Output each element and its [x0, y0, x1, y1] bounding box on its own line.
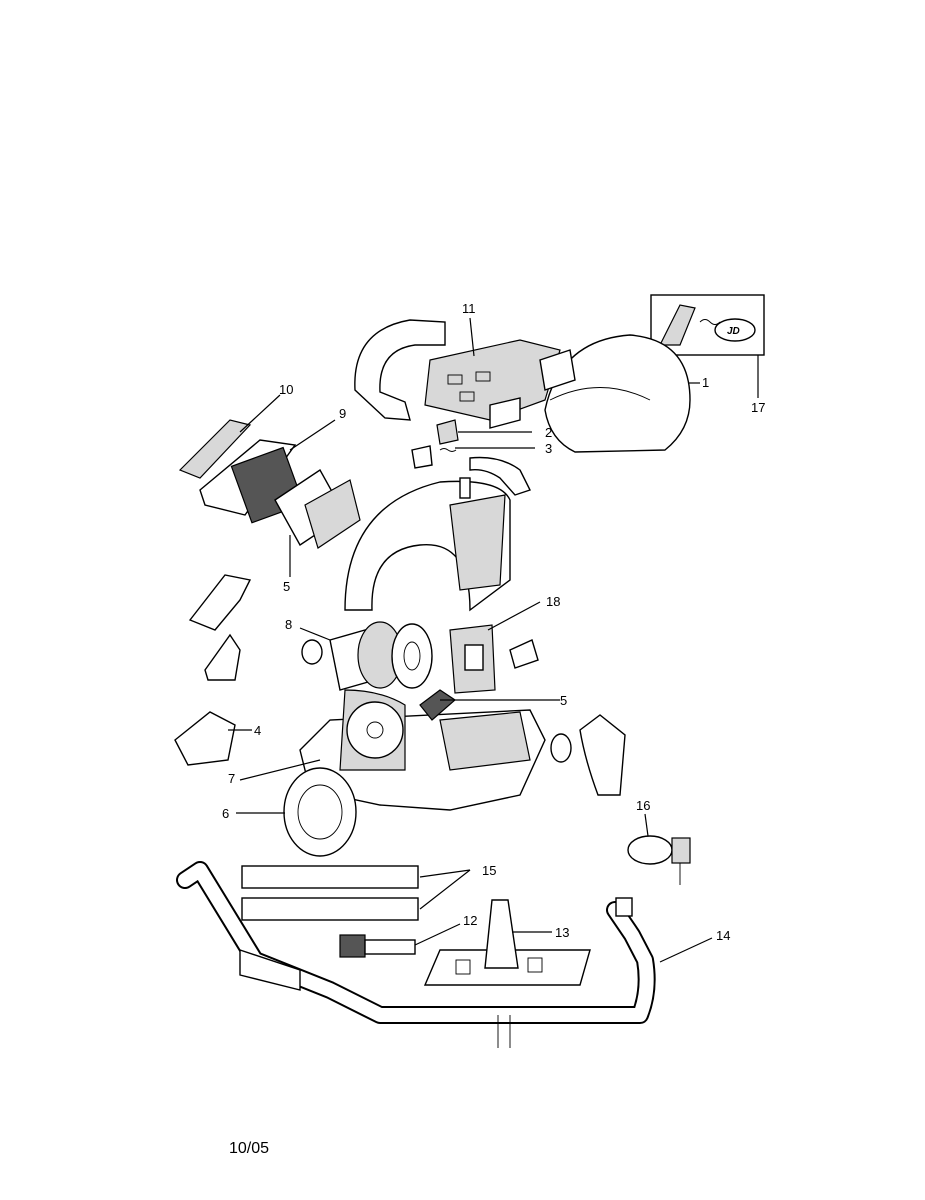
callout-9: 9: [339, 406, 346, 421]
part-14-hose: [176, 861, 713, 1048]
callout-10: 10: [279, 382, 293, 397]
callout-13: 13: [555, 925, 569, 940]
parts-12-13-tools: [339, 899, 591, 986]
left-side-brackets: [174, 574, 252, 766]
callout-8: 8: [285, 617, 292, 632]
part-15-wands: [241, 865, 471, 921]
callout-3: 3: [545, 441, 552, 456]
part-11-handle: [354, 317, 561, 429]
part-6-wheel: [236, 767, 357, 857]
callout-7: 7: [228, 771, 235, 786]
part-1-cover: [539, 334, 700, 453]
parts-2-3-latch: [411, 419, 535, 496]
callout-labels: 11 17 1 10 9 2 3 5 18 8 5 4 7 16 6 15 12…: [222, 301, 765, 943]
callout-11: 11: [462, 301, 476, 316]
callout-4: 4: [254, 723, 261, 738]
parts-9-10-filters: [178, 394, 361, 577]
part-16-clamp: [627, 813, 691, 885]
callout-14: 14: [716, 928, 730, 943]
callout-2: 2: [545, 425, 552, 440]
callout-18: 18: [546, 594, 560, 609]
callout-1: 1: [702, 375, 709, 390]
callout-5-upper: 5: [283, 579, 290, 594]
upper-body-housing: [344, 477, 511, 612]
callout-15: 15: [482, 863, 496, 878]
footer-date: 10/05: [229, 1140, 270, 1157]
callout-5-lower: 5: [560, 693, 567, 708]
svg-text:JD: JD: [727, 326, 740, 337]
lower-base-housing: [239, 689, 626, 811]
callout-12: 12: [463, 913, 477, 928]
callout-6: 6: [222, 806, 229, 821]
part-17-inset: JD: [650, 294, 765, 398]
callout-17: 17: [751, 400, 765, 415]
parts-8-18-motor: [299, 601, 541, 694]
callout-16: 16: [636, 798, 650, 813]
